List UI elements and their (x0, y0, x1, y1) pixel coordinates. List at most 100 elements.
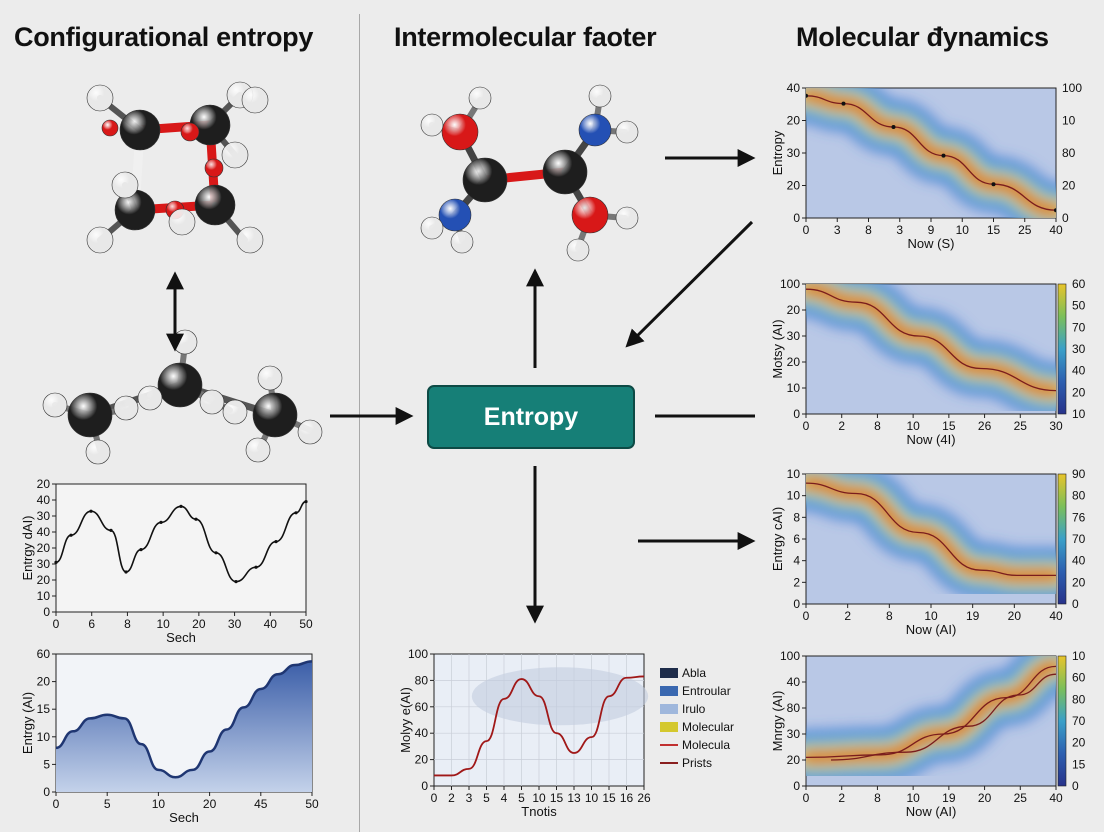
y-tick-label: 15 (37, 702, 51, 716)
divider-left (359, 14, 360, 832)
hydrogen-atom (86, 226, 114, 254)
x-tick-label: 10 (906, 419, 920, 433)
nitrogen-atom (578, 113, 612, 147)
x-axis-label: Now (AI) (906, 622, 957, 637)
trend-line (830, 673, 1056, 761)
legend-label: Molecular (682, 720, 734, 734)
right-tick-label: 10 (1062, 114, 1076, 128)
y-axis-label: Mnrgy (AI) (770, 691, 785, 752)
y-tick-label: 10 (37, 730, 51, 744)
y-tick-label: 40 (415, 726, 429, 740)
x-axis-label: Sech (169, 810, 199, 825)
colorbar-tick-label: 40 (1072, 554, 1086, 568)
x-tick-label: 8 (874, 791, 881, 805)
data-point (69, 533, 73, 537)
colorbar (1057, 283, 1067, 415)
legend-swatch (660, 668, 678, 678)
y-tick-label: 10 (787, 467, 801, 481)
arrow-md-to-entropy (625, 220, 754, 348)
oxygen-atom (101, 119, 119, 137)
y-tick-label: 30 (37, 509, 51, 523)
data-point (124, 570, 128, 574)
colorbar-tick-label: 90 (1072, 467, 1086, 481)
heatmap-field (806, 88, 1056, 218)
carbon-atom (119, 109, 161, 151)
entropy-box: Entropy (427, 385, 635, 449)
y-tick-label: 40 (37, 493, 51, 507)
legend-label: Irulo (682, 702, 706, 716)
series-area (56, 661, 312, 792)
y-axis-label: Molyy e(AI) (398, 687, 413, 753)
x-tick-label: 26 (637, 791, 651, 805)
colorbar-tick-label: 15 (1072, 757, 1086, 771)
data-point (274, 540, 278, 544)
legend-label: Entroular (682, 684, 731, 698)
x-tick-label: 19 (966, 609, 980, 623)
hydrogen-atom (615, 206, 639, 230)
x-tick-label: 16 (620, 791, 634, 805)
x-tick-label: 2 (838, 791, 845, 805)
carbon-atom (67, 392, 113, 438)
data-point (891, 125, 896, 129)
data-point (304, 500, 308, 504)
carbon-atom (542, 149, 588, 195)
colorbar-tick-label: 60 (1072, 671, 1086, 685)
y-tick-label: 20 (787, 114, 801, 128)
heatmap-field (806, 474, 1056, 602)
y-tick-label: 80 (787, 701, 801, 715)
y-tick-label: 10 (37, 589, 51, 603)
y-tick-label: 20 (37, 477, 51, 491)
x-tick-label: 3 (466, 791, 473, 805)
legend-swatch (660, 722, 678, 732)
y-tick-label: 10 (787, 489, 801, 503)
hydrogen-atom (236, 226, 264, 254)
x-tick-label: 2 (448, 791, 455, 805)
y-tick-label: 30 (37, 557, 51, 571)
legend-swatch (660, 704, 678, 714)
data-point (806, 93, 808, 98)
colorbar-tick-label: 70 (1072, 532, 1086, 546)
y-tick-label: 20 (787, 303, 801, 317)
colorbar-tick-label: 50 (1072, 299, 1086, 313)
oxygen-atom (204, 158, 224, 178)
y-tick-label: 8 (793, 510, 800, 524)
colorbar-tick-label: 60 (1072, 277, 1086, 291)
x-tick-label: 25 (1014, 419, 1028, 433)
x-tick-label: 50 (305, 797, 319, 811)
x-tick-label: 20 (978, 791, 992, 805)
trend-line (806, 288, 1056, 392)
x-tick-label: 20 (1008, 609, 1022, 623)
hydrogen-atom (86, 84, 114, 112)
x-tick-label: 40 (1049, 609, 1063, 623)
hydrogen-atom (85, 439, 111, 465)
colorbar-tick-label: 20 (1072, 385, 1086, 399)
colorbar-tick-label: 0 (1072, 779, 1079, 793)
oxygen-atom (571, 196, 609, 234)
hydrogen-atom (615, 120, 639, 144)
x-tick-label: 10 (924, 609, 938, 623)
x-tick-label: 45 (254, 797, 268, 811)
right-tick-label: 20 (1062, 179, 1076, 193)
x-tick-label: 20 (192, 617, 206, 631)
nitrogen-atom (438, 198, 472, 232)
title-intermolecular-factor: Intermolecular faoter (394, 22, 657, 52)
data-point (941, 153, 946, 158)
x-tick-label: 8 (865, 223, 872, 237)
x-tick-label: 0 (803, 223, 810, 237)
x-tick-label: 15 (942, 419, 956, 433)
y-tick-label: 30 (787, 329, 801, 343)
y-tick-label: 40 (787, 675, 801, 689)
x-axis-label: Now (4I) (906, 432, 955, 447)
x-tick-label: 10 (585, 791, 599, 805)
y-tick-label: 20 (37, 675, 51, 689)
hydrogen-atom (137, 385, 163, 411)
data-point (841, 101, 846, 106)
x-tick-label: 10 (956, 223, 970, 237)
data-point (254, 565, 258, 569)
y-axis-label: Entrgy dAI) (20, 515, 35, 580)
y-axis-label: Motsy (AI) (770, 319, 785, 378)
x-tick-label: 15 (987, 223, 1001, 237)
